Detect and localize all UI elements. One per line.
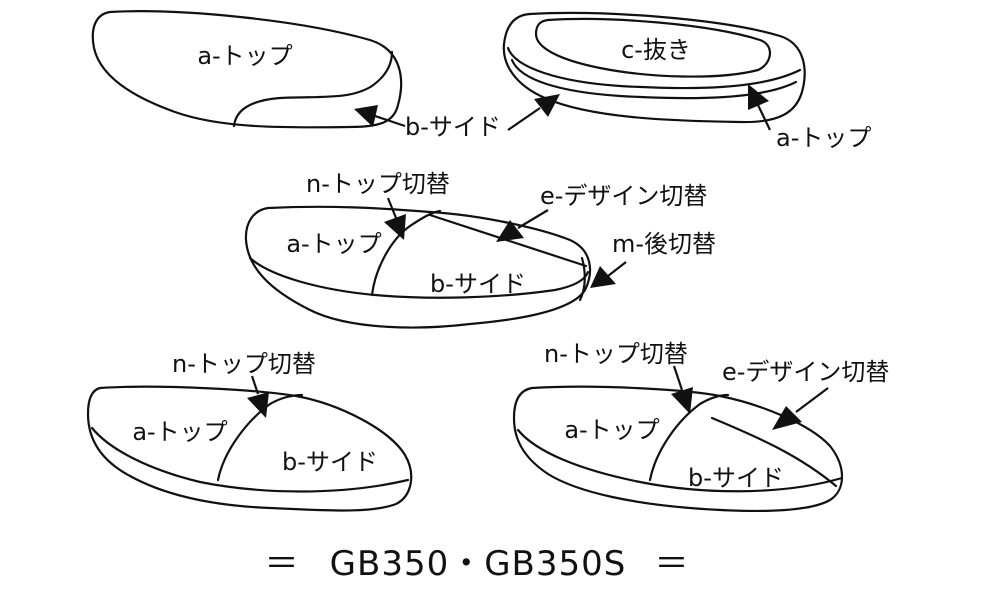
seat-3-rear-seam (578, 256, 586, 302)
seat-3-edesign-label: e-デザイン切替 (540, 182, 707, 210)
seat-3-outline (244, 205, 592, 329)
seat-3-ntop-label: n-トップ切替 (306, 170, 450, 198)
seat-4-top-switch-seam (216, 393, 304, 482)
seat-5-edesign-label: e-デザイン切替 (722, 358, 889, 386)
seat-4-side-label: b-サイド (282, 448, 378, 476)
seat-diagram-3: n-トップ切替 e-デザイン切替 m-後切替 a-トップ b-サイド (244, 170, 716, 329)
seat-5-top-label: a-トップ (564, 416, 659, 444)
footer-right-mark: ＝ (655, 544, 690, 584)
seat-diagram-2: c-抜き a-トップ (502, 11, 871, 152)
seat-3-top-switch-seam (370, 209, 442, 297)
seat-2-center-panel (534, 17, 771, 78)
seat-diagram-1: a-トップ b-サイド (91, 10, 501, 141)
seat-5-side-label: b-サイド (688, 464, 784, 492)
seat-1-side-label: b-サイド (405, 113, 501, 141)
seat-diagram-5: n-トップ切替 e-デザイン切替 a-トップ b-サイド (512, 340, 889, 513)
seat-3-side-seam (248, 256, 590, 299)
seat-3-top-label: a-トップ (286, 230, 381, 258)
seat-5-top-switch-seam (648, 393, 730, 482)
seat-2-top-label: a-トップ (776, 124, 871, 152)
seat-5-ntop-label: n-トップ切替 (544, 340, 688, 368)
seat-3-edesign-arrow (496, 209, 549, 242)
seat-4-ntop-arrow (247, 375, 269, 418)
seat-5-outline (512, 385, 843, 513)
seat-2-top-seam-2 (506, 46, 802, 90)
seat-3-mrear-arrow (590, 261, 627, 288)
footer-left-mark: ＝ (265, 544, 300, 584)
footer-model-names: GB350・GB350S (330, 544, 627, 584)
seat-5-design-seam (710, 416, 838, 488)
seat-3-mrear-label: m-後切替 (612, 230, 716, 258)
seat-1-top-label: a-トップ (197, 42, 292, 70)
seat-3-design-seam (428, 213, 588, 268)
seat-3-side-label: b-サイド (430, 270, 526, 298)
model-footer: ＝ GB350・GB350S ＝ (265, 544, 690, 584)
seat-4-side-seam (90, 426, 410, 493)
seat-4-ntop-label: n-トップ切替 (172, 350, 316, 378)
seat-2-side-arrow (507, 94, 560, 131)
seat-5-side-seam (516, 428, 844, 493)
seat-5-edesign-arrow (772, 387, 829, 430)
seat-2-top-arrow (748, 84, 771, 131)
seat-2-center-label: c-抜き (621, 36, 691, 64)
seat-1-side-seam (232, 50, 394, 128)
seat-3-ntop-arrow (384, 197, 406, 240)
seat-4-top-label: a-トップ (132, 418, 227, 446)
seat-1-outline (91, 10, 403, 129)
seat-diagram-4: n-トップ切替 a-トップ b-サイド (86, 350, 413, 512)
seat-5-ntop-arrow (671, 365, 693, 414)
seat-1-side-arrow (354, 105, 406, 128)
